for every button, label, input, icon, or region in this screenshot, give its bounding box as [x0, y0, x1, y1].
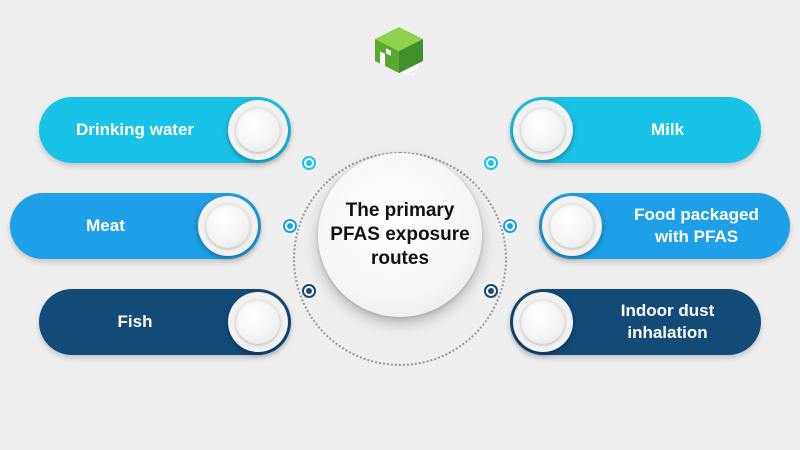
route-milk: Milk [510, 97, 761, 163]
connector-dot [302, 284, 316, 298]
connector-dot [283, 219, 297, 233]
route-label: Meat [86, 216, 125, 235]
route-knob [513, 292, 573, 352]
connector-dot [302, 156, 316, 170]
route-label: Indoor dust inhalation [620, 301, 715, 342]
center-title: The primary PFAS exposure routes [330, 200, 470, 269]
route-knob [228, 292, 288, 352]
connector-dot [484, 284, 498, 298]
route-knob [513, 100, 573, 160]
route-drinking-water: Drinking water [39, 97, 291, 163]
route-label: Drinking water [75, 120, 195, 139]
route-label: Food packaged with PFAS [634, 205, 759, 246]
green-cube-logo [375, 27, 423, 75]
route-food-packaged: Food packaged with PFAS [539, 193, 790, 259]
route-label: Fish [117, 312, 153, 331]
route-fish: Fish [39, 289, 291, 355]
route-label: Milk [650, 120, 685, 139]
route-knob [228, 100, 288, 160]
route-knob [542, 196, 602, 256]
route-knob [198, 196, 258, 256]
route-indoor-dust: Indoor dust inhalation [510, 289, 761, 355]
connector-dot [484, 156, 498, 170]
connector-dot [503, 219, 517, 233]
center-hub: The primary PFAS exposure routes [318, 153, 482, 317]
route-meat: Meat [10, 193, 261, 259]
